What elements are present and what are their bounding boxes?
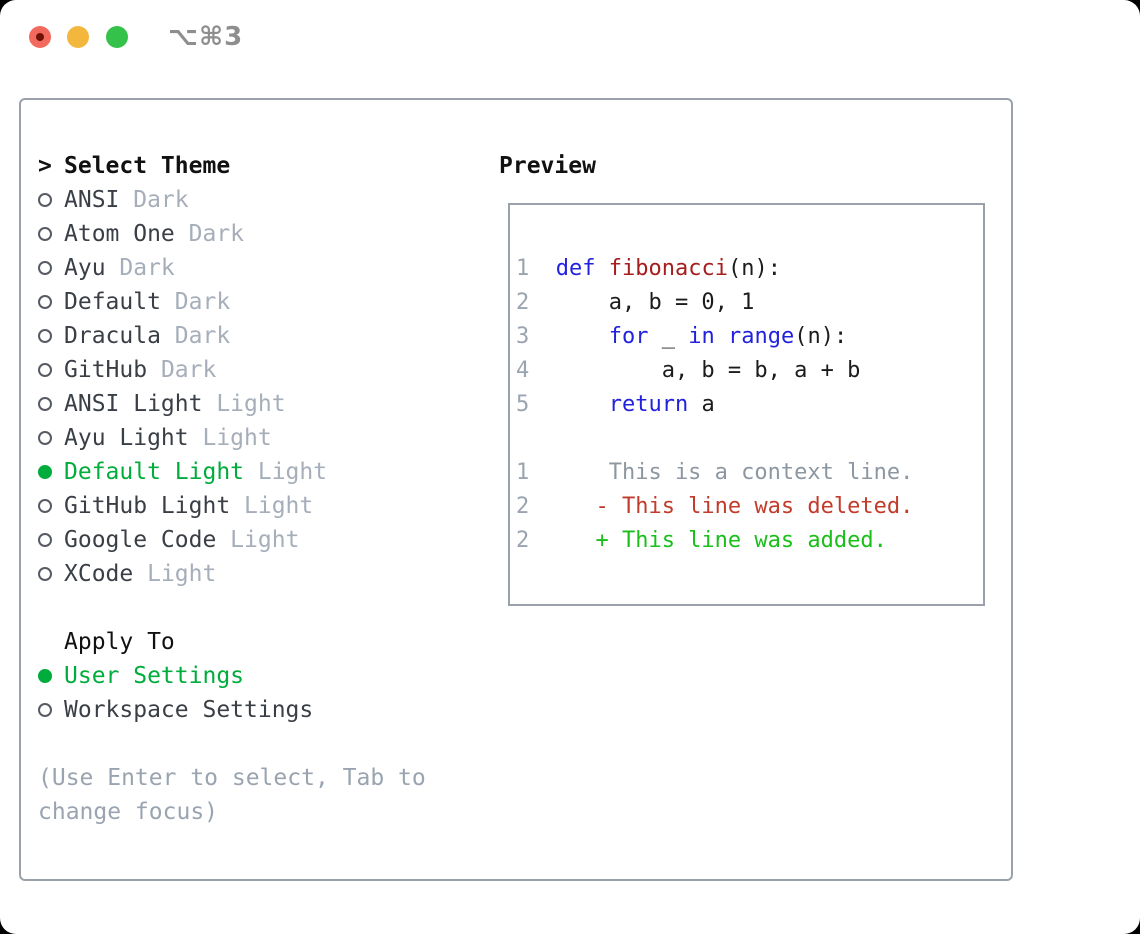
apply-to-header: Apply To	[38, 625, 478, 659]
theme-name: GitHub	[64, 357, 148, 383]
code-line: 2 a, b = 0, 1	[516, 286, 983, 320]
theme-name: Ayu Light	[64, 425, 189, 451]
theme-name: ANSI Light	[64, 391, 203, 417]
diff-text: This is a context line.	[555, 460, 914, 485]
minimize-button[interactable]	[67, 26, 89, 48]
theme-option-ansi[interactable]: ANSI Dark	[38, 183, 478, 217]
radio-selected-icon	[38, 669, 52, 683]
theme-name: Google Code	[64, 527, 217, 553]
radio-icon	[38, 227, 52, 241]
theme-name: XCode	[64, 561, 134, 587]
theme-variant: Light	[216, 527, 300, 553]
close-button[interactable]	[29, 26, 51, 48]
theme-option-github[interactable]: GitHub Dark	[38, 353, 478, 387]
code-line: 4 a, b = b, a + b	[516, 354, 983, 388]
line-number: 5	[516, 392, 530, 417]
theme-variant: Dark	[174, 221, 245, 247]
radio-icon	[38, 363, 52, 377]
theme-name: ANSI	[64, 187, 120, 213]
radio-icon	[38, 261, 52, 275]
radio-icon	[38, 295, 52, 309]
line-number: 1	[516, 460, 530, 485]
radio-icon	[38, 703, 52, 717]
theme-option-google-code[interactable]: Google Code Light	[38, 523, 478, 557]
diff-line-context: 1 This is a context line.	[516, 456, 983, 490]
theme-variant: Dark	[105, 255, 175, 281]
line-number: 2	[516, 494, 530, 519]
theme-name: Ayu	[64, 255, 106, 281]
diff-line-added: 2 + This line was added.	[516, 524, 983, 558]
apply-option-user-settings[interactable]: User Settings	[38, 659, 478, 693]
theme-option-xcode[interactable]: XCode Light	[38, 557, 478, 591]
theme-variant: Light	[188, 425, 272, 451]
diff-line-deleted: 2 - This line was deleted.	[516, 490, 983, 524]
theme-name: Default	[64, 289, 161, 315]
theme-variant: Light	[133, 561, 217, 587]
theme-name: Default Light	[64, 459, 245, 485]
diff-text: - This line was deleted.	[555, 494, 914, 519]
select-theme-title: Select Theme	[64, 153, 231, 179]
radio-selected-icon	[38, 465, 52, 479]
line-number: 2	[516, 290, 530, 315]
help-text: (Use Enter to select, Tab to change focu…	[38, 765, 426, 825]
spacer	[38, 591, 478, 625]
theme-option-default[interactable]: Default Dark	[38, 285, 478, 319]
radio-icon	[38, 499, 52, 513]
theme-variant: Light	[202, 391, 286, 417]
radio-icon	[38, 431, 52, 445]
select-theme-header: > Select Theme	[38, 149, 478, 183]
line-number: 4	[516, 358, 530, 383]
zoom-button[interactable]	[106, 26, 128, 48]
theme-variant: Light	[230, 493, 314, 519]
theme-option-github-light[interactable]: GitHub Light Light	[38, 489, 478, 523]
preview-title: Preview	[499, 153, 596, 179]
theme-option-dracula[interactable]: Dracula Dark	[38, 319, 478, 353]
spacer	[516, 422, 983, 456]
diff-text: + This line was added.	[555, 528, 887, 553]
theme-option-atom-one[interactable]: Atom One Dark	[38, 217, 478, 251]
theme-option-default-light[interactable]: Default Light Light	[38, 455, 478, 489]
line-number: 1	[516, 256, 530, 281]
window-title: ⌥⌘3	[168, 22, 244, 52]
apply-to-title: Apply To	[64, 629, 175, 655]
theme-variant: Dark	[160, 323, 231, 349]
window-titlebar: ⌥⌘3	[0, 0, 1140, 74]
theme-option-ayu-light[interactable]: Ayu Light Light	[38, 421, 478, 455]
apply-option-label: Workspace Settings	[64, 697, 314, 723]
apply-option-workspace-settings[interactable]: Workspace Settings	[38, 693, 478, 727]
apply-option-label: User Settings	[64, 663, 245, 689]
theme-name: GitHub Light	[64, 493, 231, 519]
radio-icon	[38, 329, 52, 343]
theme-option-ayu[interactable]: Ayu Dark	[38, 251, 478, 285]
theme-name: Atom One	[64, 221, 175, 247]
code-line: 3 for _ in range(n):	[516, 320, 983, 354]
code-line: 5 return a	[516, 388, 983, 422]
radio-icon	[38, 397, 52, 411]
modified-dot-icon	[36, 33, 44, 41]
theme-name: Dracula	[64, 323, 161, 349]
theme-variant: Dark	[160, 289, 231, 315]
radio-icon	[38, 533, 52, 547]
theme-variant: Dark	[119, 187, 189, 213]
radio-icon	[38, 567, 52, 581]
focus-caret-icon: >	[38, 153, 52, 179]
theme-variant: Light	[244, 459, 328, 485]
line-number: 2	[516, 528, 530, 553]
line-number: 3	[516, 324, 530, 349]
theme-variant: Dark	[147, 357, 217, 383]
radio-icon	[38, 193, 52, 207]
theme-option-ansi-light[interactable]: ANSI Light Light	[38, 387, 478, 421]
